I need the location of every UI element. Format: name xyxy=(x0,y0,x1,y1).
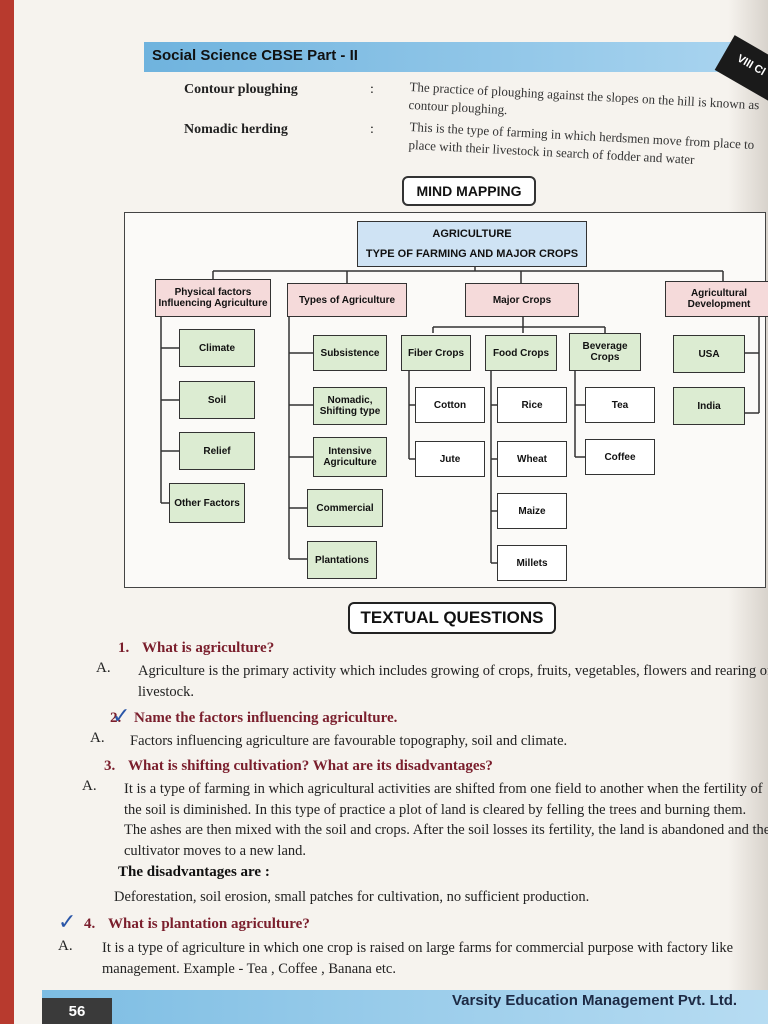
development-usa: USA xyxy=(673,335,745,373)
answer-label: A. xyxy=(96,660,111,676)
mind-map-connectors xyxy=(160,267,760,564)
question-number: 3. xyxy=(104,758,116,774)
root-subtitle: TYPE OF FARMING AND MAJOR CROPS xyxy=(365,248,579,260)
publisher-name: Varsity Education Management Pvt. Ltd. xyxy=(452,992,738,1009)
textual-questions-badge: TEXTUAL QUESTIONS xyxy=(348,602,556,634)
disadvantages-heading: The disadvantages are : xyxy=(118,864,270,880)
beverage-crop-tea: Tea xyxy=(585,387,655,423)
agriculture-type-subsistence: Subsistence xyxy=(313,335,387,371)
answer-label: A. xyxy=(82,778,97,794)
definition-colon: : xyxy=(370,122,374,137)
question-text: What is shifting cultivation? What are i… xyxy=(128,758,493,774)
agriculture-type-plantations: Plantations xyxy=(307,541,377,579)
mind-map-diagram: AGRICULTURE TYPE OF FARMING AND MAJOR CR… xyxy=(124,212,768,588)
answer-text: Factors influencing agriculture are favo… xyxy=(130,733,568,749)
physical-factor-soil: Soil xyxy=(179,381,255,419)
root-title: AGRICULTURE xyxy=(432,228,512,240)
header-title: Social Science CBSE Part - II xyxy=(152,47,358,64)
fiber-crop-jute: Jute xyxy=(415,441,485,477)
disadvantages-text: Deforestation, soil erosion, small patch… xyxy=(114,889,590,905)
physical-factor-climate: Climate xyxy=(179,329,255,367)
food-crop-wheat: Wheat xyxy=(497,441,567,477)
question-text: What is plantation agriculture? xyxy=(108,916,310,932)
physical-factor-other: Other Factors xyxy=(169,483,245,523)
crop-group-fiber: Fiber Crops xyxy=(401,335,471,371)
answer-text: It is a type of agriculture in which one… xyxy=(102,940,734,977)
definition-term: Contour ploughing xyxy=(184,82,298,97)
agriculture-type-nomadic: Nomadic, Shifting type xyxy=(313,387,387,425)
question-number: 4. xyxy=(84,916,96,932)
answer-label: A. xyxy=(90,730,105,746)
food-crop-maize: Maize xyxy=(497,493,567,529)
mind-map-root: AGRICULTURE TYPE OF FARMING AND MAJOR CR… xyxy=(357,221,587,267)
agriculture-type-intensive: Intensive Agriculture xyxy=(313,437,387,477)
page-number: 56 xyxy=(42,998,112,1024)
answer-text: Agriculture is the primary activity whic… xyxy=(138,663,768,700)
question-text: Name the factors influencing agriculture… xyxy=(134,710,398,726)
definition-term: Nomadic herding xyxy=(184,122,288,137)
crop-group-food: Food Crops xyxy=(485,335,557,371)
physical-factor-relief: Relief xyxy=(179,432,255,470)
fiber-crop-cotton: Cotton xyxy=(415,387,485,423)
answer-label: A. xyxy=(58,938,73,954)
pen-tick-mark: ✓ xyxy=(58,910,77,935)
answer-text: It is a type of farming in which agricul… xyxy=(124,781,768,859)
development-india: India xyxy=(673,387,745,425)
question-text: What is agriculture? xyxy=(142,640,275,656)
agriculture-type-commercial: Commercial xyxy=(307,489,383,527)
category-physical-factors: Physical factors Influencing Agriculture xyxy=(155,279,271,317)
definition-colon: : xyxy=(370,82,374,97)
pen-tick-mark: ✓ xyxy=(112,704,131,729)
category-agricultural-development: Agricultural Development xyxy=(665,281,768,317)
mind-mapping-badge: MIND MAPPING xyxy=(402,176,536,206)
beverage-crop-coffee: Coffee xyxy=(585,439,655,475)
food-crop-millets: Millets xyxy=(497,545,567,581)
category-major-crops: Major Crops xyxy=(465,283,579,317)
category-types-of-agriculture: Types of Agriculture xyxy=(287,283,407,317)
header-band xyxy=(144,42,744,72)
footer-band xyxy=(42,990,768,1024)
food-crop-rice: Rice xyxy=(497,387,567,423)
crop-group-beverage: Beverage Crops xyxy=(569,333,641,371)
question-number: 1. xyxy=(118,640,130,656)
question-number: 2. xyxy=(110,710,122,726)
